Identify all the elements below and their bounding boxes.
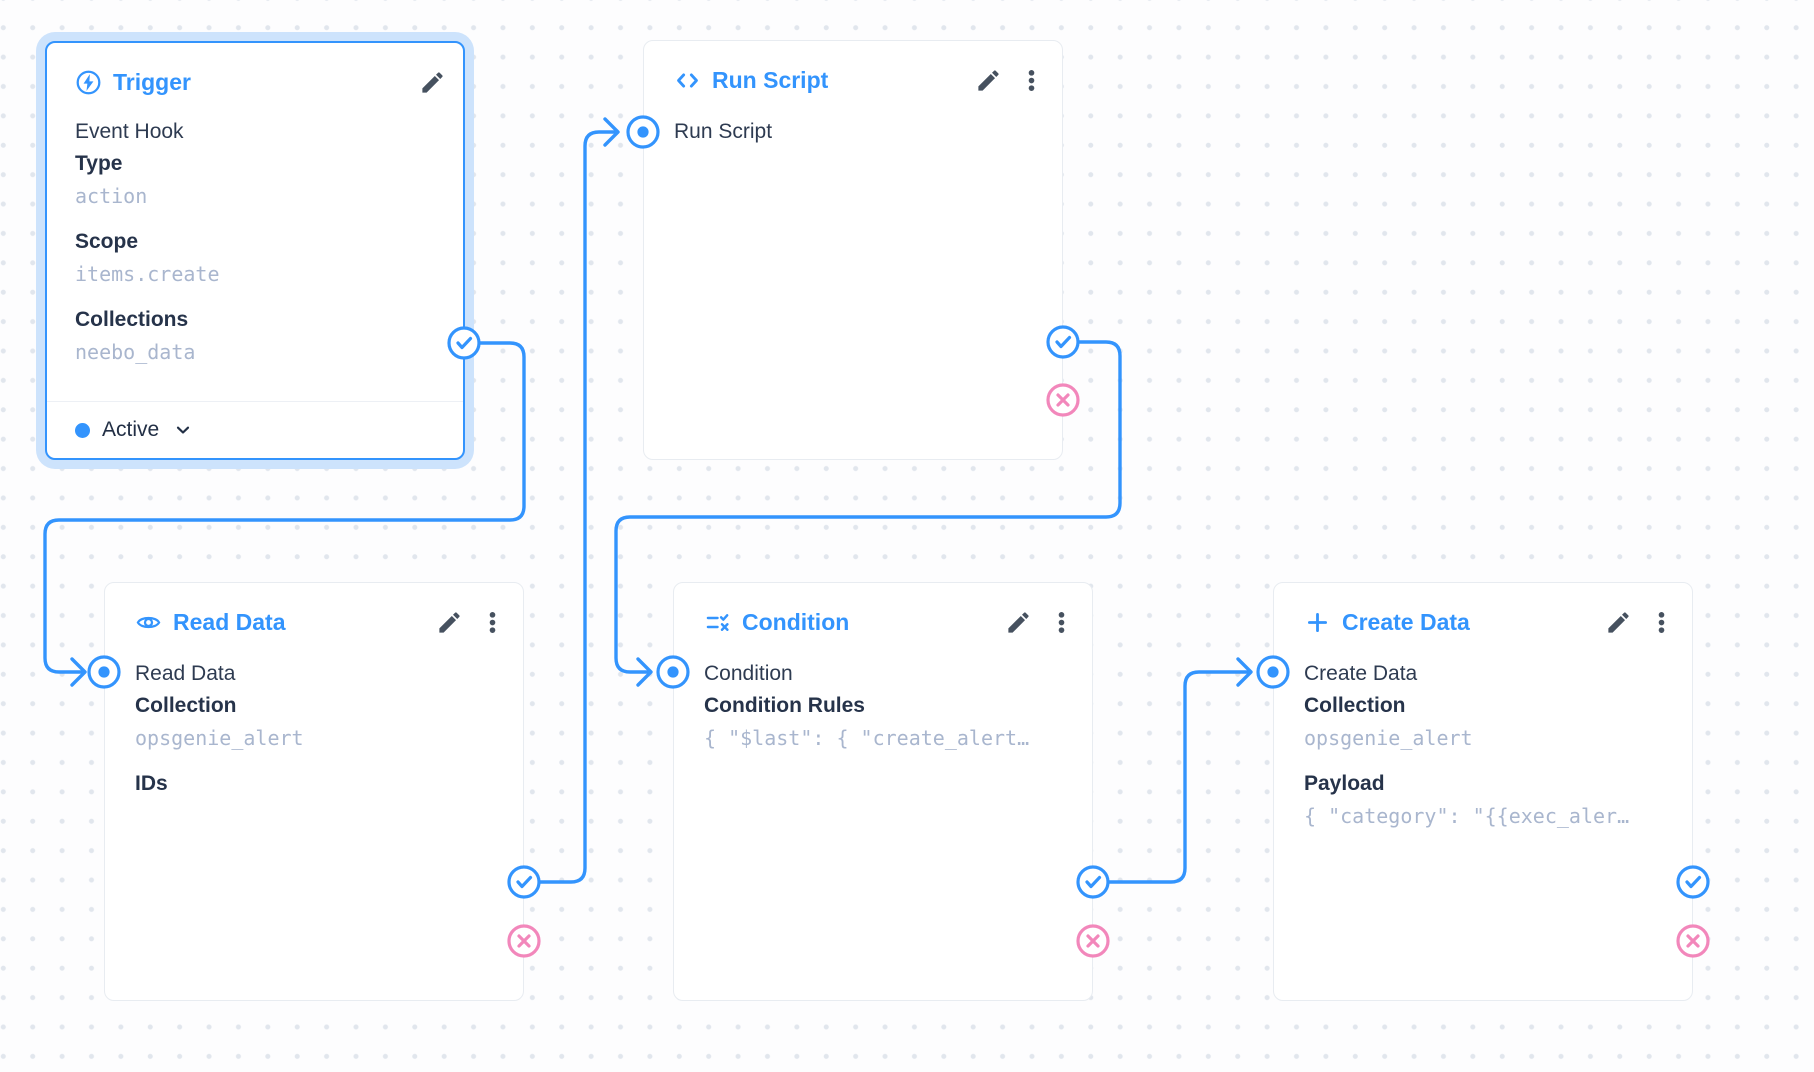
more-options-icon[interactable] — [1016, 65, 1046, 95]
field-value: { "category": "{{exec_aler… — [1304, 804, 1630, 828]
eye-icon — [135, 609, 162, 636]
node-condition[interactable]: Condition Condition Condition Rules { "$… — [673, 582, 1093, 1001]
field-label: Scope — [75, 230, 139, 253]
condition-input-port[interactable] — [656, 655, 690, 689]
run-script-resolve-port[interactable] — [1046, 325, 1080, 359]
node-run-script[interactable]: Run Script Run Script — [643, 40, 1063, 460]
rule-icon — [704, 609, 731, 636]
edit-icon[interactable] — [1603, 607, 1633, 637]
connection-read-data-to-run-script — [522, 130, 616, 884]
read-data-reject-port[interactable] — [507, 924, 541, 958]
status-active-dot — [75, 422, 90, 438]
field-type: Type action — [75, 148, 435, 212]
field-label: Payload — [1304, 772, 1385, 795]
create-data-resolve-port[interactable] — [1676, 865, 1710, 899]
trigger-type-text: Event Hook — [75, 120, 184, 143]
condition-reject-port[interactable] — [1076, 924, 1110, 958]
field-label: IDs — [135, 772, 168, 795]
plus-icon — [1304, 609, 1331, 636]
field-value: items.create — [75, 262, 220, 286]
field-value: opsgenie_alert — [135, 726, 304, 750]
field-collection: Collection opsgenie_alert — [135, 690, 493, 754]
node-create-data[interactable]: Create Data Create Data Collection opsge… — [1273, 582, 1693, 1001]
field-value: neebo_data — [75, 340, 196, 364]
flow-status-toggle[interactable]: Active — [47, 401, 463, 458]
input-label: Read Data — [135, 662, 236, 685]
trigger-resolve-port[interactable] — [447, 326, 481, 360]
run-script-reject-port[interactable] — [1046, 383, 1080, 417]
field-label: Collection — [1304, 694, 1406, 717]
field-collection: Collection opsgenie_alert — [1304, 690, 1662, 754]
edit-icon[interactable] — [973, 65, 1003, 95]
field-ids: IDs — [135, 768, 493, 800]
input-label: Run Script — [674, 120, 773, 143]
arrowhead-icon — [636, 657, 653, 687]
field-label: Condition Rules — [704, 694, 865, 717]
node-trigger[interactable]: Trigger Event Hook Type action Scope ite… — [45, 41, 465, 460]
arrowhead-icon — [1236, 657, 1253, 687]
node-title: Condition — [742, 608, 850, 635]
node-trigger-header: Trigger — [75, 67, 435, 97]
node-create-data-header: Create Data — [1304, 607, 1662, 637]
input-label: Condition — [704, 662, 793, 685]
node-run-script-header: Run Script — [674, 65, 1032, 95]
connection-condition-to-create-data — [1091, 670, 1249, 884]
more-options-icon[interactable] — [477, 607, 507, 637]
field-payload: Payload { "category": "{{exec_aler… — [1304, 768, 1662, 832]
node-title: Read Data — [173, 608, 286, 635]
field-label: Collections — [75, 308, 189, 331]
run-script-input-port[interactable] — [626, 115, 660, 149]
field-label: Collection — [135, 694, 237, 717]
create-data-input-port[interactable] — [1256, 655, 1290, 689]
condition-resolve-port[interactable] — [1076, 865, 1110, 899]
arrowhead-icon — [70, 657, 87, 687]
more-options-icon[interactable] — [1646, 607, 1676, 637]
bolt-circle-icon — [75, 69, 102, 96]
arrowhead-icon — [603, 117, 620, 147]
field-collections: Collections neebo_data — [75, 304, 435, 368]
node-title: Run Script — [712, 66, 829, 93]
field-value: { "$last": { "create_alert… — [704, 726, 1030, 750]
read-data-input-port[interactable] — [87, 655, 121, 689]
node-read-data[interactable]: Read Data Read Data Collection opsgenie_… — [104, 582, 524, 1001]
create-data-reject-port[interactable] — [1676, 924, 1710, 958]
input-label: Create Data — [1304, 662, 1418, 685]
field-label: Type — [75, 152, 123, 175]
node-title: Trigger — [113, 68, 191, 95]
edit-icon[interactable] — [417, 67, 447, 97]
field-value: opsgenie_alert — [1304, 726, 1473, 750]
edit-icon[interactable] — [434, 607, 464, 637]
field-scope: Scope items.create — [75, 226, 435, 290]
code-icon — [674, 67, 701, 94]
edit-icon[interactable] — [1003, 607, 1033, 637]
status-label: Active — [102, 418, 160, 441]
chevron-down-icon — [173, 420, 193, 440]
field-condition-rules: Condition Rules { "$last": { "create_ale… — [704, 690, 1062, 754]
field-value: action — [75, 184, 148, 208]
read-data-resolve-port[interactable] — [507, 865, 541, 899]
node-title: Create Data — [1342, 608, 1470, 635]
more-options-icon[interactable] — [1046, 607, 1076, 637]
